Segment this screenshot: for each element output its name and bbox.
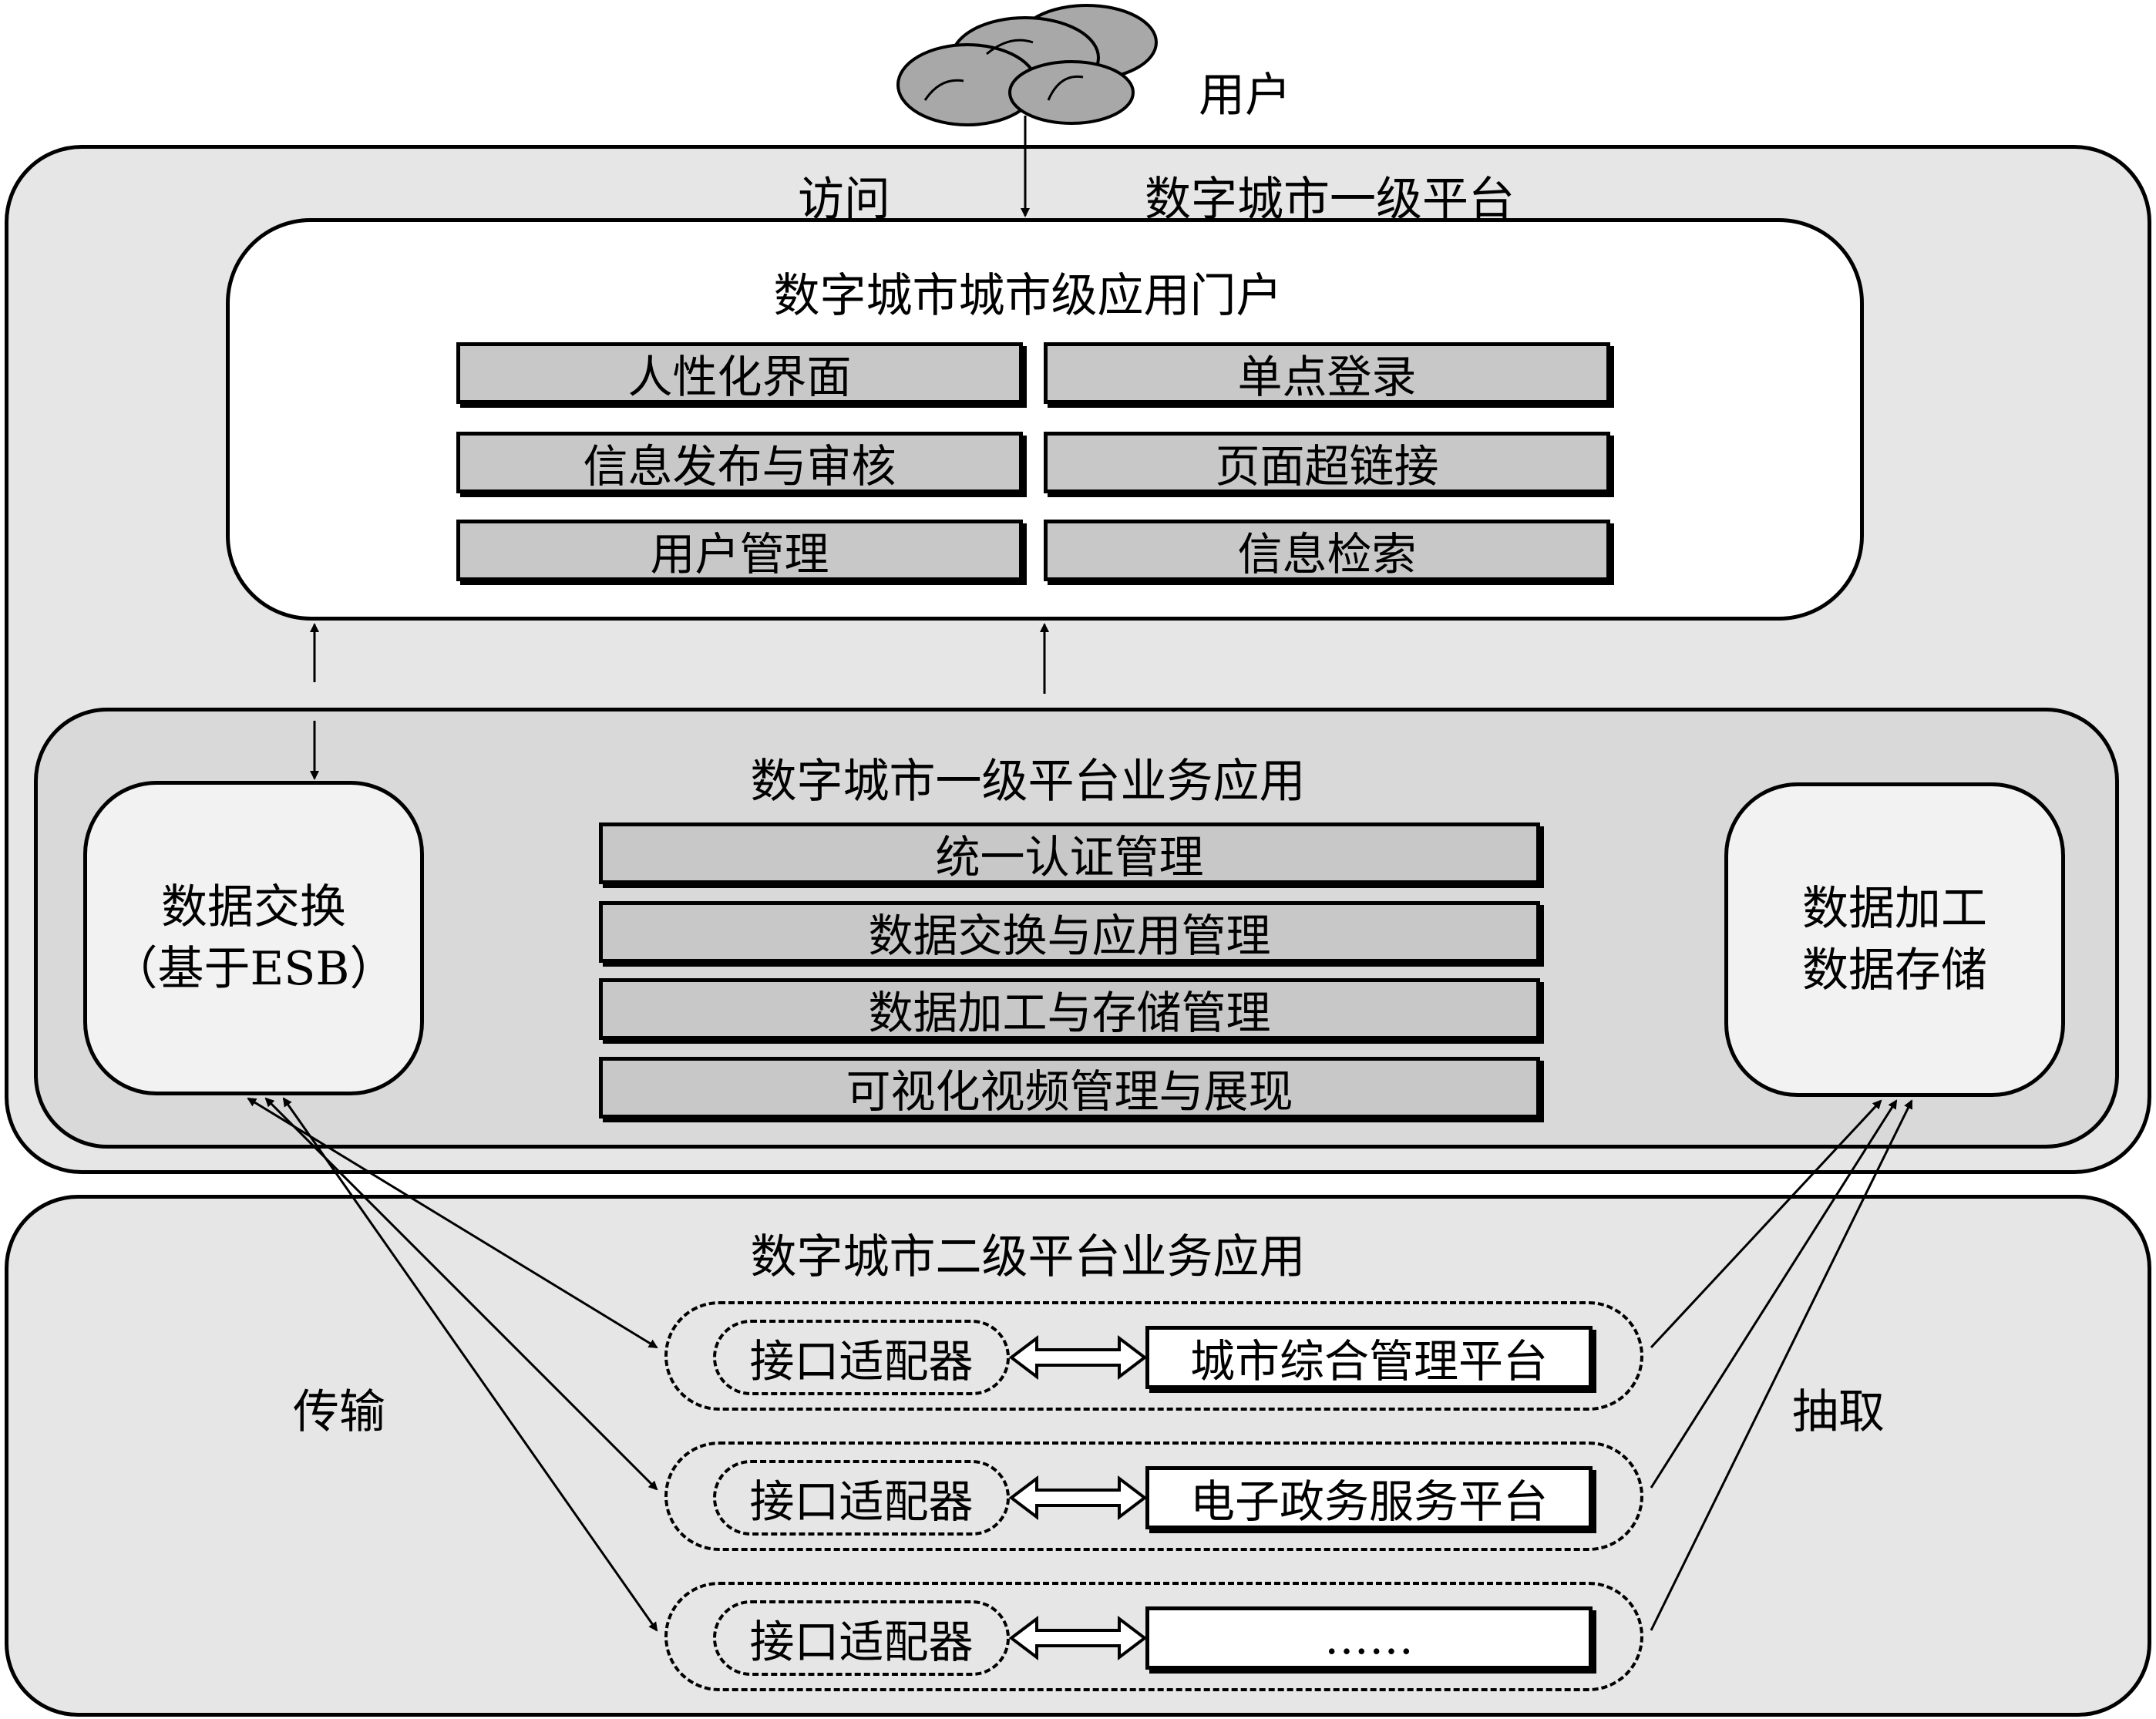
data-storage-label: 数据存储 [1802,944,1987,997]
data-exchange-subtitle: （基于ESB） [111,942,396,996]
adapter-2: 接口适配器 [713,1460,1010,1536]
adapter-3: 接口适配器 [713,1600,1010,1676]
portal-item-search: 信息检索 [1044,520,1610,581]
system-row-2 [664,1441,1643,1551]
portal-item-user-mgmt: 用户管理 [456,520,1023,581]
users-cloud-icon [896,4,1158,126]
module-exchange-mgmt: 数据交换与应用管理 [599,901,1540,963]
portal-item-ux: 人性化界面 [456,342,1023,404]
portal-item-hyperlink: 页面超链接 [1044,432,1610,493]
system-3: …… [1145,1606,1593,1670]
access-label: 访问 [798,173,890,227]
portal-title: 数字城市城市级应用门户 [773,269,1283,323]
adapter-1: 接口适配器 [713,1320,1010,1395]
data-processing-label: 数据加工 [1802,882,1987,936]
system-row-3 [664,1582,1643,1691]
platform2-title: 数字城市二级平台业务应用 [750,1230,1306,1284]
data-processing-box: 数据加工 数据存储 [1724,782,2065,1097]
system-1: 城市综合管理平台 [1145,1326,1593,1389]
portal-item-sso: 单点登录 [1044,342,1610,404]
data-exchange-box: 数据交换 （基于ESB） [83,781,424,1095]
transfer-label: 传输 [293,1385,385,1439]
system-2: 电子政务服务平台 [1145,1466,1593,1529]
system-row-1 [664,1301,1643,1411]
business1-title: 数字城市一级平台业务应用 [750,755,1306,809]
module-auth: 统一认证管理 [599,822,1540,884]
user-label: 用户 [1199,69,1291,123]
extract-label: 抽取 [1792,1385,1885,1439]
module-video: 可视化视频管理与展现 [599,1057,1540,1119]
platform1-title: 数字城市一级平台 [1145,173,1515,227]
portal-item-publish: 信息发布与审核 [456,432,1023,493]
module-processing-storage: 数据加工与存储管理 [599,978,1540,1040]
data-exchange-title: 数据交换 [161,880,346,934]
